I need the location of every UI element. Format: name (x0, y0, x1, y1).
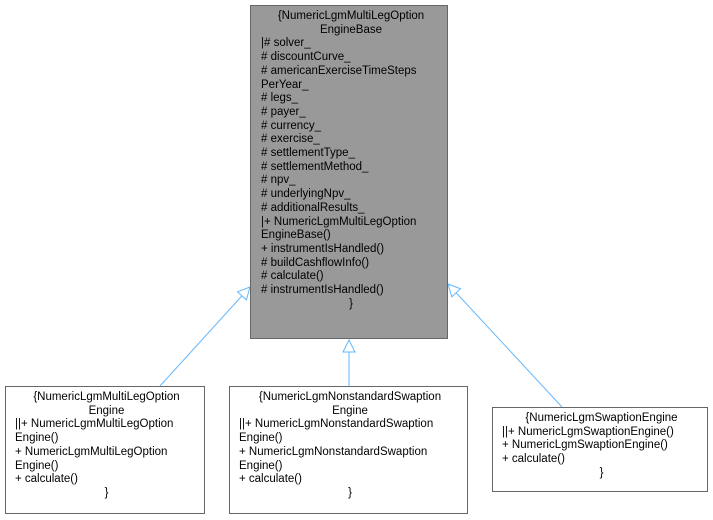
method-line: # instrumentIsHandled() (261, 284, 384, 297)
class-node-multi-leg-option-engine[interactable]: {NumericLgmMultiLegOption Engine ||+ Num… (5, 386, 205, 514)
class-name-line: {NumericLgmNonstandardSwaption (258, 391, 442, 403)
attribute-line: # payer_ (261, 105, 306, 118)
class-node-nonstandard-swaption-engine[interactable]: {NumericLgmNonstandardSwaption Engine ||… (229, 386, 468, 514)
class-name-line: Engine (332, 404, 368, 417)
edge-option-engine-to-base (159, 287, 250, 387)
method-line: + calculate() (15, 473, 78, 486)
closing-brace: } (599, 466, 604, 479)
class-node-swaption-engine[interactable]: {NumericLgmSwaptionEngine ||+ NumericLgm… (492, 407, 708, 492)
method-line: + calculate() (502, 453, 565, 466)
method-line: + NumericLgmSwaptionEngine() (502, 439, 668, 452)
edge-swaption-engine-to-base (448, 284, 563, 408)
method-line: # buildCashflowInfo() (261, 256, 370, 269)
method-line: ||+ NumericLgmNonstandardSwaption (239, 418, 434, 431)
method-line: # calculate() (261, 270, 324, 283)
method-line: + NumericLgmMultiLegOption (15, 445, 168, 458)
class-name-line: {NumericLgmSwaptionEngine (525, 412, 678, 424)
class-name-line: {NumericLgmMultiLegOption (33, 391, 180, 403)
class-name-line: {NumericLgmMultiLegOption (277, 10, 425, 22)
method-line: Engine() (15, 432, 59, 445)
class-node-base[interactable]: {NumericLgmMultiLegOption EngineBase |# … (250, 5, 448, 339)
method-line: EngineBase() (261, 229, 331, 242)
attribute-line: # currency_ (261, 119, 322, 132)
method-line: Engine() (239, 459, 283, 472)
method-line: ||+ NumericLgmSwaptionEngine() (502, 425, 674, 438)
attribute-line: # settlementMethod_ (261, 160, 369, 173)
attribute-line: # additionalResults_ (261, 201, 365, 214)
attribute-line: # settlementType_ (261, 147, 355, 160)
attribute-line: |# solver_ (261, 37, 311, 50)
attribute-line: # npv_ (261, 174, 296, 187)
closing-brace: } (104, 486, 109, 499)
attribute-line: # underlyingNpv_ (261, 188, 351, 201)
method-line: + instrumentIsHandled() (261, 242, 385, 255)
closing-brace: } (349, 297, 353, 310)
attribute-line: # legs_ (261, 92, 299, 105)
class-name-line: Engine (88, 404, 125, 417)
attribute-line: # discountCurve_ (261, 51, 351, 64)
method-line: + calculate() (239, 473, 302, 486)
closing-brace: } (348, 486, 352, 499)
method-line: ||+ NumericLgmMultiLegOption (15, 418, 174, 431)
method-line: Engine() (15, 459, 59, 472)
attribute-line: PerYear_ (261, 78, 309, 91)
method-line: Engine() (239, 432, 283, 445)
method-line: |+ NumericLgmMultiLegOption (261, 215, 417, 228)
attribute-line: # americanExerciseTimeSteps (261, 64, 417, 77)
class-name-line: EngineBase (319, 23, 383, 36)
method-line: + NumericLgmNonstandardSwaption (239, 445, 428, 458)
attribute-line: # exercise_ (261, 133, 320, 146)
